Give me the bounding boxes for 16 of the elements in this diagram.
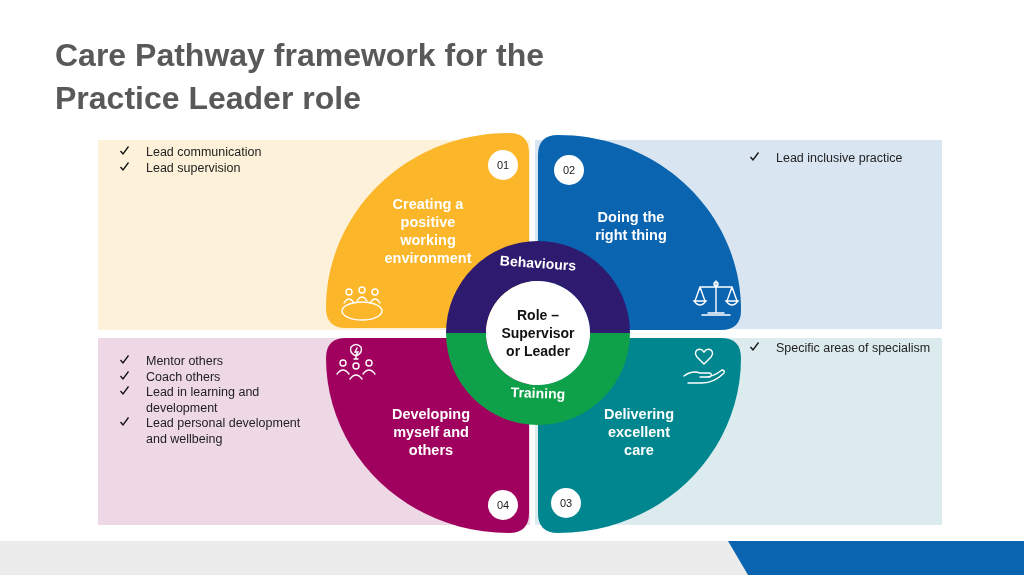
title: Care Pathway framework for the Practice Leader role — [55, 36, 546, 118]
checklist-item: Lead in learning and development — [146, 385, 260, 415]
checklist-item: Specific areas of specialism — [776, 341, 931, 355]
quadrant-label: Creating a positive working environment — [383, 195, 473, 267]
checklist-item: Lead supervision — [146, 160, 241, 175]
checklist-item: Lead inclusive practice — [776, 151, 903, 165]
quadrant-label: Doing the right thing — [594, 208, 668, 244]
ring-label: Training — [509, 383, 567, 404]
center-label: Role – Supervisor or Leader — [500, 306, 576, 360]
quadrant-label: Delivering excellent care — [602, 405, 676, 459]
quadrant-label: Developing myself and others — [390, 405, 472, 459]
ring-label: Behaviours — [498, 251, 578, 276]
checklist-item: Coach others — [146, 369, 221, 384]
checklist-item: Mentor others — [146, 354, 224, 368]
checklist-item: Lead communication — [146, 145, 262, 159]
checklist-item: Lead personal development and wellbeing — [146, 416, 301, 446]
